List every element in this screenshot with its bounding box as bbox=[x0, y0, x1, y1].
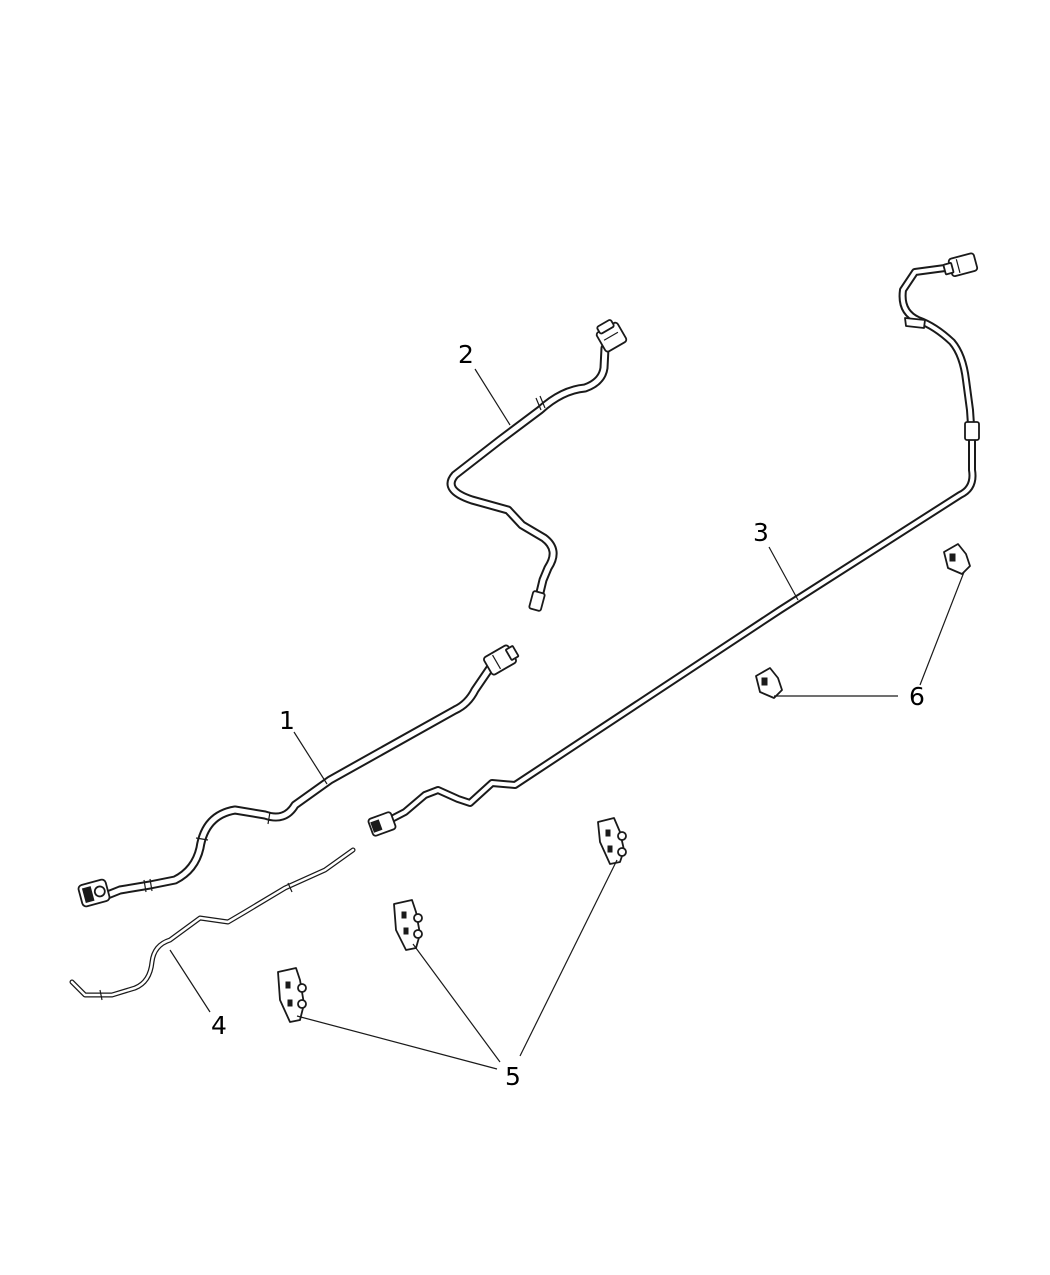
callout-labels: 1 2 3 4 5 6 bbox=[211, 340, 925, 1091]
leader-5b bbox=[412, 943, 501, 1063]
leader-5a bbox=[296, 1015, 498, 1070]
part-5-clip-b[interactable] bbox=[393, 899, 423, 951]
leader-lines bbox=[169, 368, 965, 1070]
leader-6b bbox=[919, 571, 965, 686]
leader-3 bbox=[768, 546, 799, 601]
part-6-bracket-b[interactable] bbox=[943, 543, 971, 575]
leader-1 bbox=[293, 731, 328, 785]
callout-4: 4 bbox=[211, 1011, 227, 1040]
leader-2 bbox=[474, 368, 511, 426]
part-2-fuel-line[interactable] bbox=[446, 317, 628, 612]
leader-5c bbox=[519, 859, 618, 1057]
part-4-fuel-line[interactable] bbox=[69, 847, 356, 1001]
part-5-clip-a[interactable] bbox=[277, 967, 307, 1023]
callout-1: 1 bbox=[279, 706, 295, 735]
callout-5: 5 bbox=[505, 1062, 521, 1091]
part-1-fuel-line[interactable] bbox=[77, 642, 521, 908]
callout-3: 3 bbox=[753, 518, 769, 547]
leader-4 bbox=[169, 949, 211, 1013]
callout-6: 6 bbox=[909, 682, 925, 711]
part-5-clip-c[interactable] bbox=[597, 817, 627, 865]
callout-2: 2 bbox=[458, 340, 474, 369]
part-6-bracket-a[interactable] bbox=[755, 667, 783, 699]
part-3-fuel-line[interactable] bbox=[367, 252, 980, 837]
